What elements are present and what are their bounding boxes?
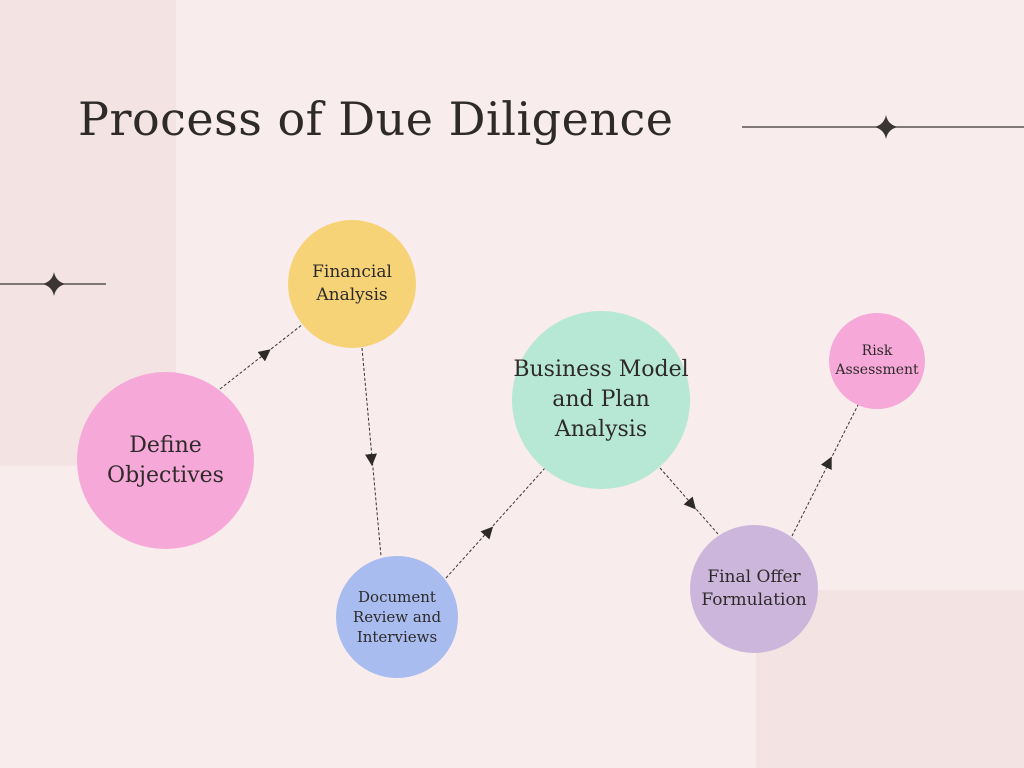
node-risk-assessment: Risk Assessment (829, 313, 925, 409)
node-business-model: Business Model and Plan Analysis (512, 311, 690, 489)
edge-financial-document (361, 347, 382, 557)
edge-define-financial (219, 323, 304, 390)
decor-line-top-right (742, 115, 1024, 139)
edge-business-final (659, 467, 719, 535)
page-title: Process of Due Diligence (78, 92, 674, 146)
node-label: Financial Analysis (312, 262, 392, 305)
four-point-star-icon (42, 272, 66, 296)
four-point-star-icon (874, 115, 898, 139)
edge-document-business (445, 467, 546, 579)
node-label: Risk Assessment (835, 343, 919, 378)
node-label: Define Objectives (107, 432, 224, 488)
node-final-offer: Final Offer Formulation (690, 525, 818, 653)
node-label: Final Offer Formulation (701, 567, 807, 610)
node-define-objectives: Define Objectives (77, 372, 254, 549)
node-label: Document Review and Interviews (352, 587, 442, 647)
node-document-review: Document Review and Interviews (336, 556, 458, 678)
node-financial-analysis: Financial Analysis (288, 220, 416, 348)
node-label: Business Model and Plan Analysis (513, 357, 689, 442)
decor-line-left (0, 272, 106, 296)
edge-final-risk (791, 404, 859, 537)
